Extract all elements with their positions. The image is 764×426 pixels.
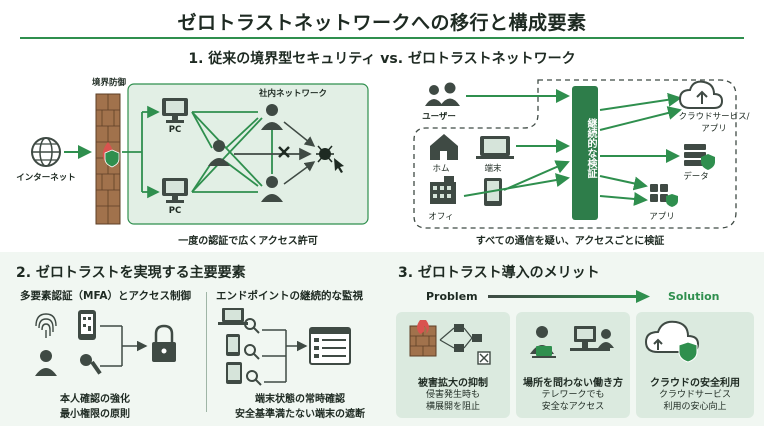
blocked-x-icon bbox=[278, 146, 290, 158]
app-grid-icon bbox=[650, 184, 678, 207]
page-title: ゼロトラストネットワークへの移行と構成要素 bbox=[177, 12, 587, 34]
zerotrust-caption: すべての通信を疑い、アクセスごとに検証 bbox=[475, 236, 665, 247]
pc-label: PC bbox=[168, 206, 182, 216]
users-icon bbox=[425, 82, 460, 106]
globe-icon bbox=[31, 137, 61, 167]
endpoint-caption: 端末状態の常時確認安全基準満たない端末の遮断 bbox=[235, 394, 365, 420]
section2-icons bbox=[35, 308, 351, 386]
user-icon bbox=[208, 140, 230, 166]
magnifier-icon bbox=[246, 370, 262, 386]
benefit-card bbox=[516, 312, 630, 418]
firewall-icon bbox=[95, 93, 121, 225]
benefit-line: 安全なアクセス bbox=[541, 402, 605, 412]
section2-divider bbox=[206, 292, 207, 412]
mfa-caption: 本人確認の強化最小権限の原則 bbox=[60, 394, 130, 420]
zerotrust-boundary bbox=[413, 79, 737, 229]
pc-icon bbox=[162, 178, 188, 203]
network-node-icon bbox=[454, 324, 482, 352]
benefit-title: 被害拡大の抑制 bbox=[418, 378, 488, 389]
blocked-node-icon bbox=[477, 351, 491, 365]
perimeter-caption: 一度の認証で広くアクセス許可 bbox=[178, 236, 318, 247]
pc-icon bbox=[162, 98, 188, 123]
section1-heading: 1. 従来の境界型セキュリティ vs. ゼロトラストネットワーク bbox=[188, 51, 576, 67]
cloud-shield-icon bbox=[644, 320, 700, 363]
magnifier-icon bbox=[244, 318, 260, 334]
benefit-line: 利用の安心向上 bbox=[663, 402, 727, 412]
title-divider bbox=[20, 37, 744, 39]
boundary-label: 境界防御 bbox=[91, 78, 126, 88]
dashboard-icon bbox=[309, 327, 351, 365]
office-label: オフィ bbox=[428, 212, 454, 222]
app-label: アプリ bbox=[649, 212, 675, 222]
home-office-icon bbox=[570, 326, 614, 351]
benefit-line: 侵害発生時も bbox=[425, 390, 480, 400]
section3-heading: 3. ゼロトラスト導入のメリット bbox=[398, 265, 600, 281]
smartphone-icon bbox=[226, 334, 240, 356]
remote-worker-icon bbox=[530, 326, 556, 358]
device-label: 端末 bbox=[484, 164, 502, 174]
office-building-icon bbox=[430, 176, 456, 204]
problem-solution-arrow bbox=[488, 290, 650, 303]
malware-bug-icon bbox=[316, 145, 344, 173]
verify-label: 継続的な検証 bbox=[585, 118, 596, 178]
phone-qr-icon bbox=[78, 310, 96, 340]
internet-label: インターネット bbox=[16, 173, 76, 183]
benefit-text: クラウドの安全利用 クラウドサービス 利用の安心向上 bbox=[636, 374, 754, 413]
benefit-line: テレワークでも bbox=[541, 390, 605, 400]
endpoint-subheading: エンドポイントの継続的な監視 bbox=[216, 290, 363, 302]
tablet-icon bbox=[226, 362, 242, 384]
benefit-title: 場所を問わない働き方 bbox=[523, 378, 623, 389]
fingerprint-icon bbox=[35, 313, 57, 338]
benefit-text: 場所を問わない働き方 テレワークでも 安全なアクセス bbox=[516, 374, 630, 413]
user-label: ユーザー bbox=[422, 112, 456, 122]
device-icon bbox=[476, 136, 514, 159]
problem-label: Problem bbox=[426, 290, 478, 303]
magnifier-icon bbox=[244, 344, 260, 360]
benefit-line: 横展開を阻止 bbox=[425, 402, 480, 412]
benefit-card bbox=[636, 312, 754, 418]
benefit-text: 被害拡大の抑制 侵害発生時も 横展開を阻止 bbox=[396, 374, 510, 413]
zerotrust-diagram bbox=[413, 79, 737, 229]
user-icon bbox=[261, 104, 283, 130]
database-server-icon bbox=[684, 144, 715, 170]
mfa-subheading: 多要素認証（MFA）とアクセス制御 bbox=[20, 290, 192, 302]
continuous-verification-bar bbox=[572, 86, 598, 220]
firewall-icon bbox=[409, 320, 437, 357]
user-icon bbox=[261, 176, 283, 202]
key-icon bbox=[80, 354, 102, 375]
cloud-label: クラウドサービス/アプリ bbox=[678, 112, 750, 134]
internal-network-label: 社内ネットワーク bbox=[258, 89, 327, 99]
home-icon bbox=[430, 134, 458, 160]
benefit-title: クラウドの安全利用 bbox=[650, 378, 740, 389]
padlock-icon bbox=[152, 324, 176, 362]
section3-icons bbox=[409, 320, 700, 365]
user-icon bbox=[35, 350, 57, 376]
benefit-line: クラウドサービス bbox=[658, 390, 731, 400]
section2-heading: 2. ゼロトラストを実現する主要要素 bbox=[16, 265, 246, 281]
data-label: データ bbox=[683, 172, 709, 182]
perimeter-diagram bbox=[31, 83, 369, 225]
home-label: ホム bbox=[432, 164, 450, 174]
cloud-icon bbox=[678, 80, 724, 109]
solution-label: Solution bbox=[668, 290, 720, 303]
pc-label: PC bbox=[168, 125, 182, 135]
laptop-icon bbox=[218, 308, 248, 325]
